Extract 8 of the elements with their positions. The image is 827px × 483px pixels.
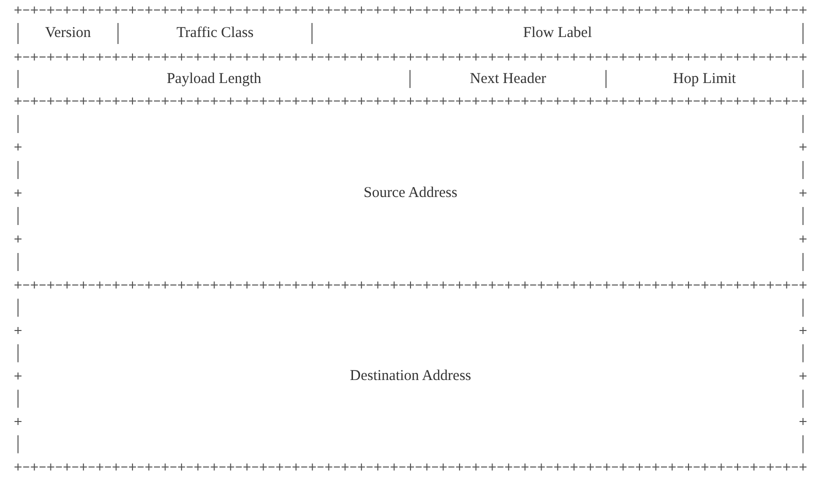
field-label: Traffic Class <box>176 25 254 42</box>
field-label: Hop Limit <box>673 70 736 88</box>
field-label: Source Address <box>364 184 458 202</box>
field-label: Destination Address <box>350 368 472 384</box>
field-label: Version <box>45 25 91 42</box>
field-label: Flow Label <box>523 25 592 42</box>
field-label: Payload Length <box>166 70 262 88</box>
field-label: Next Header <box>470 70 546 88</box>
